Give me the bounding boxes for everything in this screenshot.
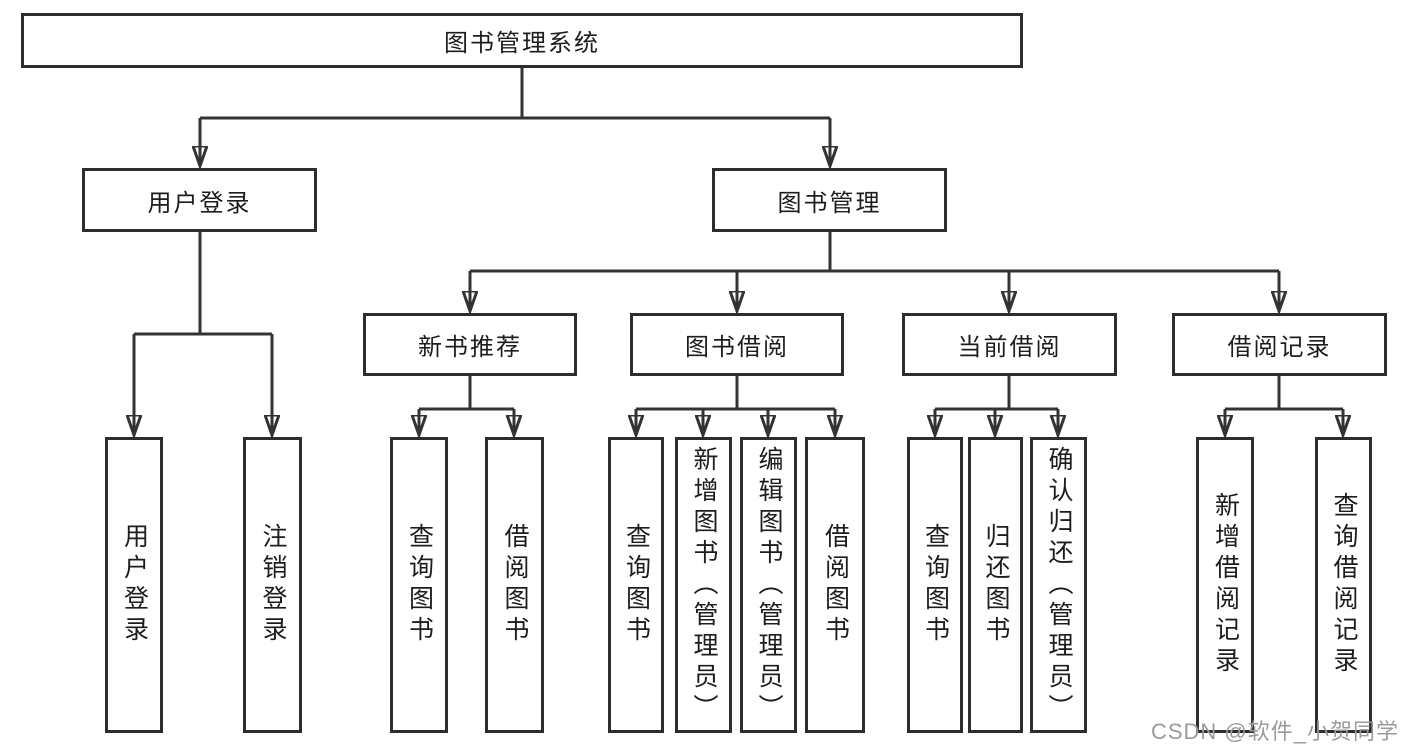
leaf-records-add-record: 新增借阅记录 [1196, 437, 1254, 733]
leaf-borrowing-edit-books: 编辑图书（管理员） [740, 437, 797, 733]
node-book-borrowing: 图书借阅 [630, 313, 844, 376]
leaf-current-query-books: 查询图书 [907, 437, 963, 733]
node-new-book-recommend-label: 新书推荐 [418, 334, 522, 361]
leaf-current-query-books-label: 查询图书 [921, 523, 950, 647]
edge-current-borrowing-to-leaves [935, 376, 1058, 435]
leaf-borrowing-query-books-label: 查询图书 [622, 523, 651, 647]
leaf-recommend-borrow-books-label: 借阅图书 [501, 523, 529, 647]
leaf-recommend-query-books: 查询图书 [390, 437, 448, 733]
node-root-label: 图书管理系统 [444, 30, 600, 57]
node-borrowing-records-label: 借阅记录 [1227, 334, 1332, 361]
leaf-recommend-borrow-books: 借阅图书 [485, 437, 544, 733]
node-user-login: 用户登录 [82, 168, 317, 232]
edge-borrowing-records-to-leaves [1225, 376, 1343, 435]
leaf-current-return-books: 归还图书 [968, 437, 1023, 733]
edge-new-book-recommend-to-leaves [419, 376, 514, 435]
leaf-user-login: 用户登录 [105, 437, 163, 733]
leaf-logout-label: 注销登录 [259, 523, 287, 647]
leaf-current-confirm-return-label: 确认归还（管理员） [1045, 445, 1073, 725]
leaf-logout: 注销登录 [243, 437, 302, 733]
node-root: 图书管理系统 [21, 13, 1023, 68]
leaf-borrowing-query-books: 查询图书 [608, 437, 664, 733]
edge-book-management-to-level3 [470, 232, 1279, 311]
leaf-records-query-record: 查询借阅记录 [1315, 437, 1372, 733]
leaf-records-query-record-label: 查询借阅记录 [1330, 492, 1358, 678]
leaf-records-add-record-label: 新增借阅记录 [1211, 492, 1240, 678]
node-book-management: 图书管理 [712, 168, 947, 232]
leaf-borrowing-borrow-books-label: 借阅图书 [821, 523, 850, 647]
leaf-recommend-query-books-label: 查询图书 [405, 523, 434, 647]
leaf-borrowing-add-books: 新增图书（管理员） [675, 437, 732, 733]
node-book-management-label: 图书管理 [777, 189, 882, 217]
leaf-borrowing-borrow-books: 借阅图书 [805, 437, 865, 733]
watermark-text: CSDN @软件_小贺同学 [1150, 719, 1399, 744]
node-borrowing-records: 借阅记录 [1172, 313, 1387, 376]
leaf-user-login-label: 用户登录 [120, 523, 149, 647]
node-user-login-label: 用户登录 [147, 189, 252, 217]
leaf-borrowing-edit-books-label: 编辑图书（管理员） [755, 445, 783, 725]
edge-user-login-to-leaves [134, 232, 272, 435]
leaf-current-return-books-label: 归还图书 [982, 523, 1010, 647]
edge-book-borrowing-to-leaves [636, 376, 835, 435]
leaf-current-confirm-return: 确认归还（管理员） [1030, 437, 1087, 733]
node-current-borrowing: 当前借阅 [902, 313, 1117, 376]
leaf-borrowing-add-books-label: 新增图书（管理员） [690, 445, 718, 725]
node-current-borrowing-label: 当前借阅 [957, 334, 1062, 361]
node-new-book-recommend: 新书推荐 [363, 313, 577, 376]
node-book-borrowing-label: 图书借阅 [685, 334, 789, 361]
edge-root-to-level2 [200, 68, 830, 166]
